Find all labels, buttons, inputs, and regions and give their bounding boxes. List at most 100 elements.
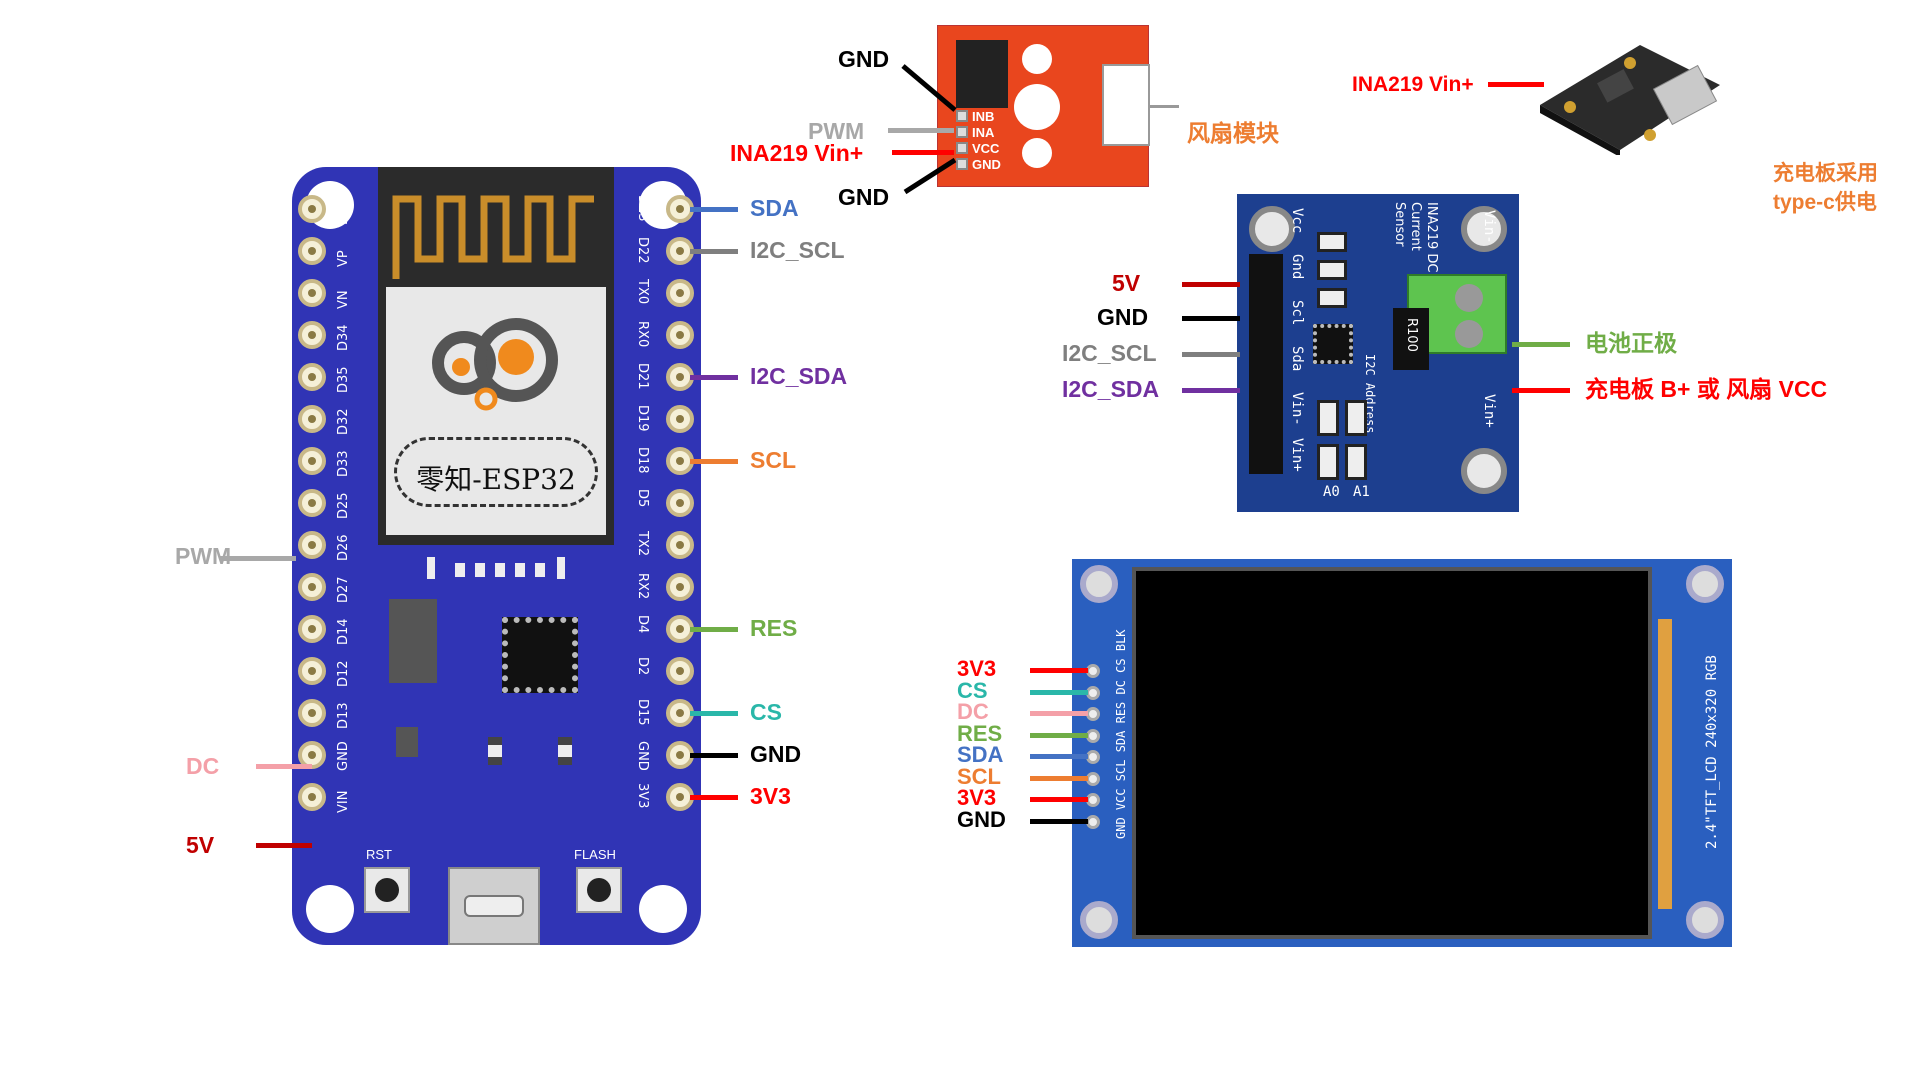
label-dc: DC xyxy=(186,753,220,779)
wifi-module: 零知-ESP32 xyxy=(378,167,614,545)
lcd-pin-header-label: GND VCC SCL SDA RES DC CS BLK xyxy=(1114,629,1128,839)
pin-pad xyxy=(956,158,968,170)
label-i2c_sda: I2C_SDA xyxy=(750,363,848,389)
wire-pwm xyxy=(220,556,296,561)
a0-label: A0 xyxy=(1323,484,1340,500)
ina-wire-label: 充电板 B+ 或 风扇 VCC xyxy=(1585,376,1828,402)
mount-hole xyxy=(1080,565,1118,603)
pin-pad xyxy=(298,699,326,727)
smd-component xyxy=(1317,260,1347,280)
ina-wire-label: GND xyxy=(1097,304,1149,330)
pin-label: INB xyxy=(972,109,995,124)
antenna-icon xyxy=(392,195,594,279)
mount-hole xyxy=(1461,206,1507,252)
label-i2c_scl: I2C_SCL xyxy=(750,237,845,263)
lcd-wire-label: SDA xyxy=(957,742,1004,767)
ina219-module: R100 INA219 DC Current Sensor Vin- Vin+ … xyxy=(1237,194,1519,512)
logo-icon xyxy=(432,318,558,411)
lcd-wire-label: GND xyxy=(957,806,1006,832)
lcd-wire-label: DC xyxy=(957,699,989,724)
pin-pad xyxy=(1086,728,1100,743)
header-pin-label: Vin- xyxy=(1289,392,1305,426)
wire-sda xyxy=(690,207,738,212)
wire-i2c_scl xyxy=(690,249,738,254)
pin-pad xyxy=(1086,685,1100,700)
lcd-wire-label: RES xyxy=(957,720,1003,746)
pin-pad xyxy=(298,321,326,349)
pin-label: INA xyxy=(972,125,995,140)
flash-button[interactable] xyxy=(576,867,622,913)
wire-res xyxy=(690,627,738,632)
lcd-module: 2.4"TFT_LCD 240x320 RGB GND VCC SCL SDA … xyxy=(1072,559,1732,947)
a1-label: A1 xyxy=(1353,484,1370,500)
pin-pad xyxy=(1086,793,1100,807)
lcd-wire-label: SCL xyxy=(957,763,1001,789)
fan-wire xyxy=(903,157,957,195)
charger-wire xyxy=(1488,82,1544,87)
pin-pad xyxy=(1086,771,1100,786)
fan-wire xyxy=(892,150,954,155)
label-scl: SCL xyxy=(750,447,796,473)
lcd-wire xyxy=(1030,711,1088,716)
pin-pad xyxy=(298,615,326,643)
pin-pad xyxy=(666,657,694,685)
fan-wire-label: INA219 Vin+ xyxy=(730,140,864,166)
chip-icon xyxy=(502,617,578,693)
label-sda: SDA xyxy=(750,195,799,221)
pin-pad xyxy=(956,142,968,154)
smd-component xyxy=(1317,444,1339,480)
component-block xyxy=(389,599,437,683)
chip-icon xyxy=(1313,324,1353,364)
wire-5v xyxy=(256,843,312,848)
smd-component xyxy=(1345,444,1367,480)
pin-pad xyxy=(666,573,694,601)
label-pwm: PWM xyxy=(175,543,232,569)
lcd-screen xyxy=(1132,567,1652,939)
fan-wire-label: GND xyxy=(838,46,890,72)
lcd-wire xyxy=(1030,775,1088,781)
ina-wire xyxy=(1182,316,1240,321)
ina-wire-label: 电池正极 xyxy=(1585,330,1677,356)
pin-pad xyxy=(666,531,694,559)
header-pin-label: Vcc xyxy=(1289,208,1305,234)
lcd-wire xyxy=(1030,732,1088,738)
usb-port[interactable] xyxy=(448,867,540,945)
ina-wire xyxy=(1512,388,1570,393)
pin-pad xyxy=(298,573,326,601)
vin-plus-label: Vin+ xyxy=(1481,394,1497,428)
smd-pads xyxy=(427,557,567,579)
pin-pad xyxy=(1086,814,1100,829)
label-3v3: 3V3 xyxy=(750,783,791,809)
lcd-wire xyxy=(1030,668,1088,673)
ina-wire-label: 5V xyxy=(1112,270,1141,296)
flex-cable xyxy=(1658,619,1672,909)
fan-connector xyxy=(1102,64,1150,146)
wire-scl xyxy=(690,459,738,464)
pin-pad xyxy=(666,321,694,349)
mount-hole xyxy=(1249,206,1295,252)
pin-label: VCC xyxy=(972,141,1000,156)
fan-module-label: 风扇模块 xyxy=(1187,120,1279,146)
mount-hole xyxy=(1686,565,1724,603)
rst-button[interactable] xyxy=(364,867,410,913)
lcd-wire xyxy=(1030,797,1088,802)
ina-wire-label: I2C_SCL xyxy=(1062,340,1157,366)
charger-caption-1: 充电板采用 xyxy=(1773,162,1878,185)
module-label-frame: 零知-ESP32 xyxy=(394,437,598,507)
pin-pad xyxy=(666,405,694,433)
ina219-subtitle-2: Sensor xyxy=(1392,202,1407,247)
fan-wire-label: GND xyxy=(838,184,890,210)
module-label: 零知-ESP32 xyxy=(416,463,576,496)
pin-pad xyxy=(298,783,326,811)
header-pin-label: Scl xyxy=(1289,300,1305,326)
pin-label: GND xyxy=(972,157,1001,172)
wire-i2c_sda xyxy=(690,375,738,380)
charger-caption-2: type-c供电 xyxy=(1773,191,1877,214)
module-shield: 零知-ESP32 xyxy=(386,287,606,535)
fan-lead xyxy=(1149,105,1179,108)
mount-hole xyxy=(1686,901,1724,939)
wire-3v3 xyxy=(690,795,738,800)
ina219-title: INA219 DC xyxy=(1424,202,1439,273)
resistor-icon xyxy=(558,737,572,765)
